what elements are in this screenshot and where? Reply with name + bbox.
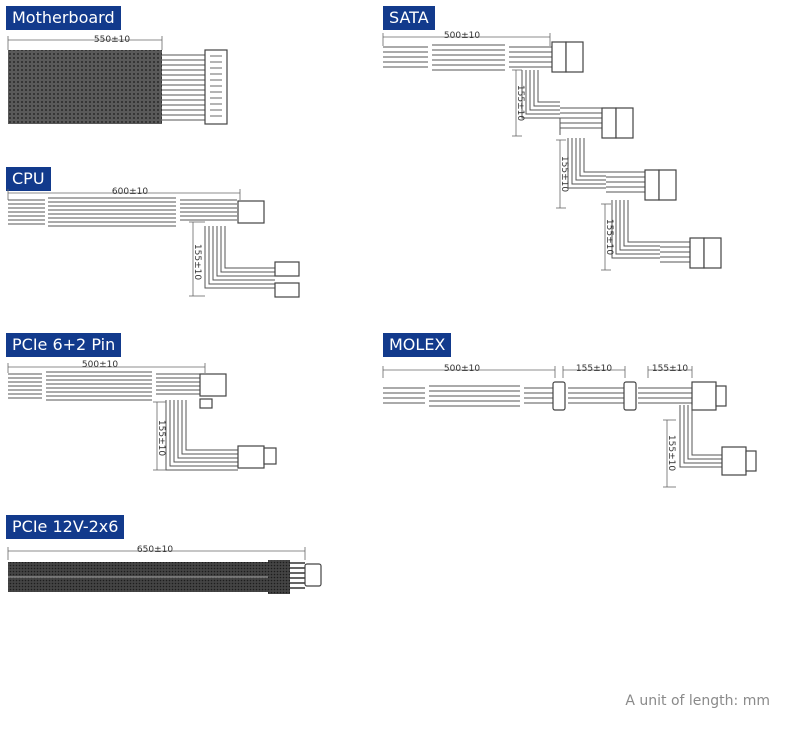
sata-branch-2-label: 155±10 <box>559 156 569 192</box>
sata-branch-1-label: 155±10 <box>515 85 525 121</box>
molex-branch-label: 155±10 <box>666 435 676 471</box>
connector-pcie-6pin <box>199 373 227 397</box>
connector-pcie-6pin-2 <box>237 445 265 469</box>
sata-length-label: 500±10 <box>444 31 480 41</box>
pcie-12v-2x6-cable <box>7 547 322 594</box>
sleeve-mesh <box>8 50 162 124</box>
connector-sata-2 <box>601 107 617 139</box>
pcie-12v-2x6-length-label: 650±10 <box>137 545 173 555</box>
motherboard-length-label: 550±10 <box>94 35 130 45</box>
connector-sata-4 <box>689 237 705 269</box>
section-tag-pcie-12v-2x6: PCIe 12V-2x6 <box>6 515 125 539</box>
pcie-6-2-length-label: 500±10 <box>82 360 118 370</box>
unit-note: A unit of length: mm <box>625 693 770 709</box>
pcie-6-2-cable <box>7 363 277 471</box>
sata-branch-3-label: 155±10 <box>604 219 614 255</box>
sata-cable <box>382 33 722 271</box>
molex-cable <box>382 366 757 488</box>
molex-seg1-label: 155±10 <box>576 364 612 374</box>
pcie-6-2-branch-label: 155±10 <box>156 420 166 456</box>
connector-sata-3 <box>644 169 660 201</box>
connector-molex-1 <box>691 381 717 411</box>
connector-cpu-4pin-b <box>274 282 300 298</box>
connector-molex-2 <box>721 446 747 476</box>
connector-cpu-4pin-a <box>274 261 300 277</box>
cpu-cable <box>7 189 300 298</box>
molex-length-label: 500±10 <box>444 364 480 374</box>
section-tag-pcie-6-2-pin: PCIe 6+2 Pin <box>6 333 122 357</box>
molex-seg2-label: 155±10 <box>652 364 688 374</box>
motherboard-cable <box>7 36 228 125</box>
section-tag-cpu: CPU <box>6 167 51 191</box>
section-tag-molex: MOLEX <box>383 333 452 357</box>
section-tag-motherboard: Motherboard <box>6 6 121 30</box>
connector-pcie-2pin-2 <box>263 447 277 465</box>
connector-12v-2x6 <box>304 563 322 587</box>
connector-sata-1 <box>551 41 567 73</box>
molex-inline-2 <box>623 381 637 411</box>
molex-inline-1 <box>552 381 566 411</box>
connector-24pin <box>204 49 228 125</box>
section-tag-sata: SATA <box>383 6 435 30</box>
cpu-branch-label: 155±10 <box>192 244 202 280</box>
cpu-length-label: 600±10 <box>112 187 148 197</box>
connector-pcie-2pin <box>199 398 213 409</box>
connector-cpu-main <box>237 200 265 224</box>
